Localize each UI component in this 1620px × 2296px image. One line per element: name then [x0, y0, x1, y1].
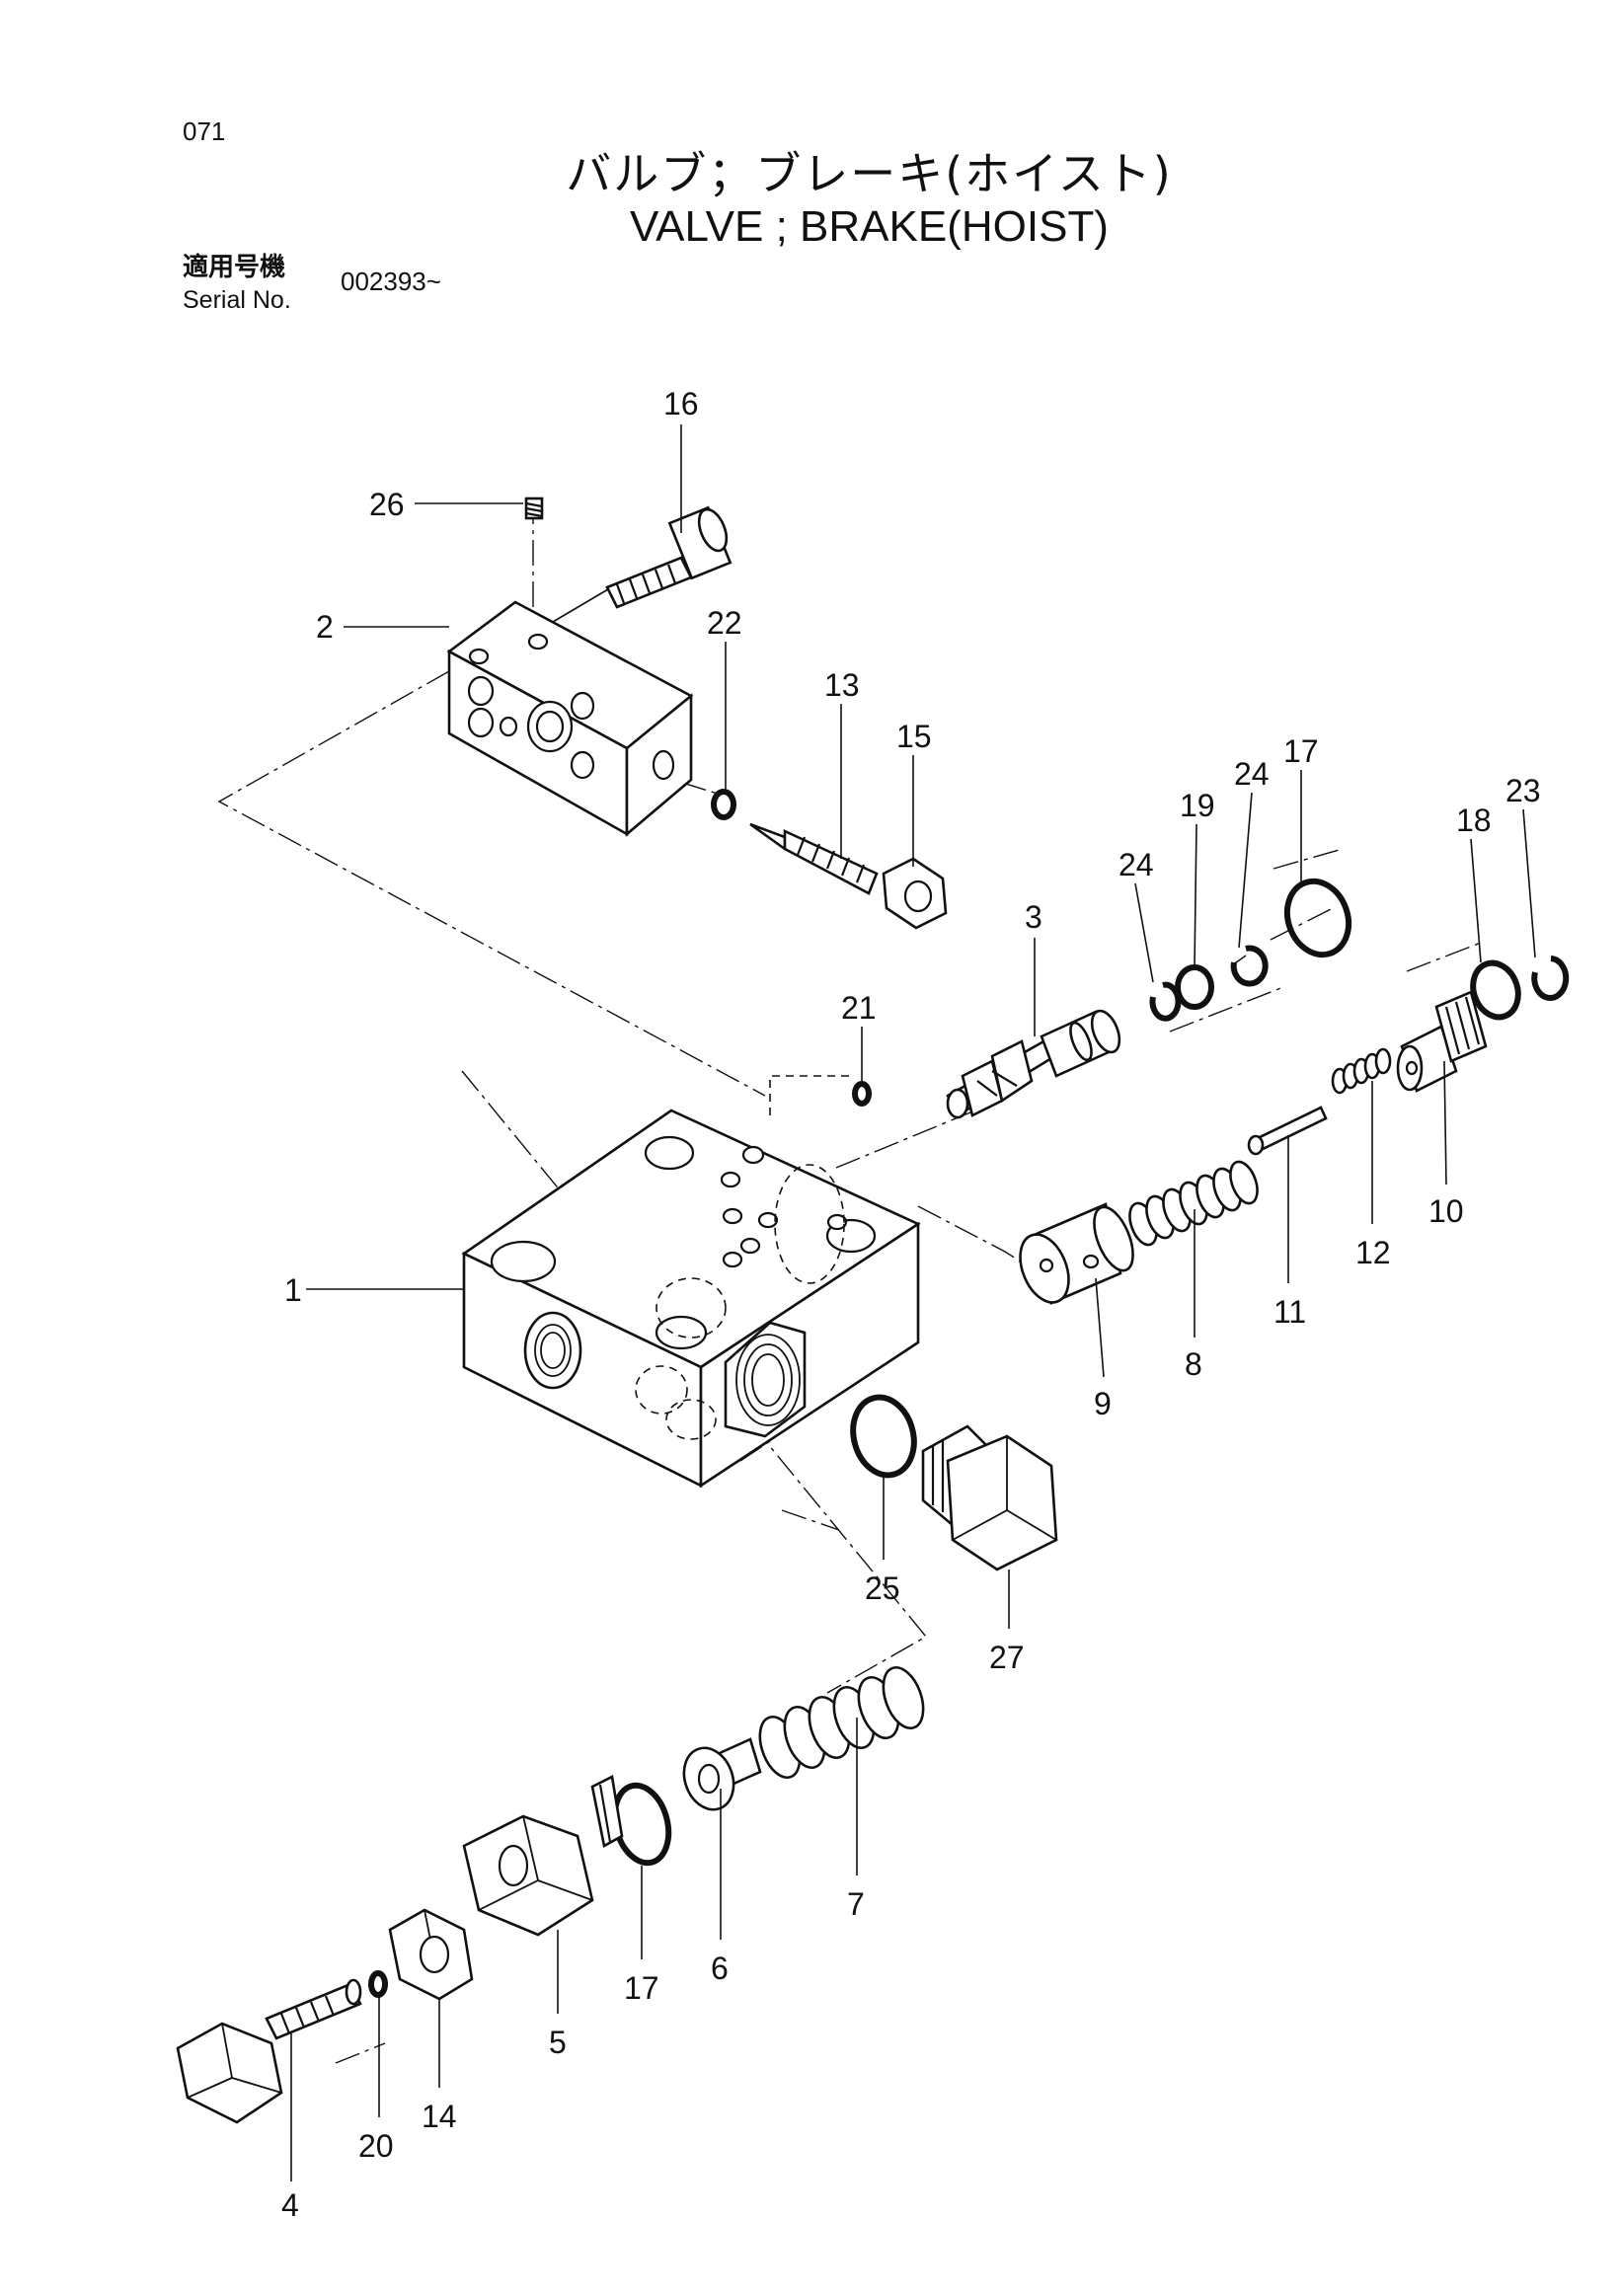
callout-18: 18	[1456, 803, 1492, 838]
callout-3: 3	[1025, 899, 1042, 935]
part-7-large-spring	[758, 1666, 925, 1779]
part-15-hex-nut	[882, 857, 948, 930]
part-21-hidden-line	[769, 1075, 851, 1115]
part-26-set-screw	[524, 497, 544, 520]
part-20-o-ring	[368, 1970, 388, 1998]
serial-label-japanese: 適用号機	[183, 253, 286, 282]
callout-25: 25	[865, 1570, 900, 1606]
part-17-o-ring-upper	[1283, 878, 1352, 958]
part-5-hex-adapter	[462, 1775, 624, 1937]
part-24-snap-ring-right	[1230, 945, 1269, 987]
callout-14: 14	[422, 2099, 457, 2134]
page-number: 071	[183, 116, 226, 146]
callout-20: 20	[358, 2128, 394, 2164]
title-english: VALVE ; BRAKE(HOIST)	[630, 202, 1109, 251]
part-13-needle-screw	[749, 822, 879, 895]
part-14-hex-nut	[388, 1908, 474, 2001]
part-2-cover-block	[446, 600, 694, 837]
callout-24-left: 24	[1119, 847, 1154, 882]
callout-2: 2	[316, 609, 334, 645]
part-22-o-ring	[711, 789, 736, 820]
callout-4: 4	[281, 2187, 299, 2223]
part-16-cap-screw	[552, 505, 733, 623]
part-1-valve-body	[461, 1109, 921, 1489]
part-11-pin	[1247, 1106, 1328, 1156]
part-4-hex-bolt	[176, 1978, 362, 2124]
part-25-o-ring	[850, 1394, 917, 1479]
part-23-snap-ring	[1531, 956, 1570, 1001]
callout-labels: 1 2 3 4 5 6 7 8 9 10 11 12 13 14 15 16 1…	[281, 386, 1541, 2223]
callout-26-label-27: 27	[989, 1640, 1025, 1675]
callout-7: 7	[847, 1886, 865, 1922]
callout-17-lower: 17	[624, 1970, 659, 2006]
callout-16: 16	[663, 386, 699, 421]
part-6-poppet	[682, 1737, 762, 1811]
part-8-spring	[1128, 1160, 1259, 1247]
callout-11: 11	[1273, 1294, 1306, 1330]
serial-number-range: 002393~	[341, 267, 441, 296]
serial-label-english: Serial No.	[183, 286, 291, 314]
callout-9: 9	[1094, 1386, 1112, 1421]
part-9-sleeve	[1019, 1202, 1134, 1305]
part-18-o-ring	[1470, 959, 1521, 1021]
callout-22: 22	[707, 605, 742, 641]
part-19-o-ring	[1175, 964, 1214, 1010]
callout-15: 15	[896, 719, 932, 754]
callout-1: 1	[284, 1272, 302, 1308]
callout-24-right: 24	[1234, 756, 1270, 792]
callout-26: 26	[369, 487, 405, 522]
part-27-hex-plug	[921, 1424, 1058, 1571]
part-12-small-spring	[1331, 1047, 1392, 1095]
callout-5: 5	[549, 2025, 567, 2060]
callout-21: 21	[841, 990, 877, 1026]
part-21-o-ring	[852, 1081, 872, 1107]
title-japanese: バルブ；ブレーキ(ホイスト)	[566, 147, 1173, 200]
callout-23: 23	[1505, 773, 1541, 808]
part-10-plug	[1396, 990, 1488, 1093]
callout-12: 12	[1355, 1235, 1391, 1270]
callout-13: 13	[824, 667, 860, 703]
leader-lines	[290, 424, 1536, 2181]
callout-8: 8	[1185, 1346, 1202, 1382]
callout-6: 6	[711, 1951, 729, 1986]
part-3-spool	[946, 1009, 1121, 1119]
callout-10: 10	[1428, 1193, 1464, 1229]
part-24-snap-ring-left	[1149, 981, 1182, 1022]
callout-19: 19	[1180, 788, 1215, 823]
callout-17-upper: 17	[1283, 733, 1319, 769]
